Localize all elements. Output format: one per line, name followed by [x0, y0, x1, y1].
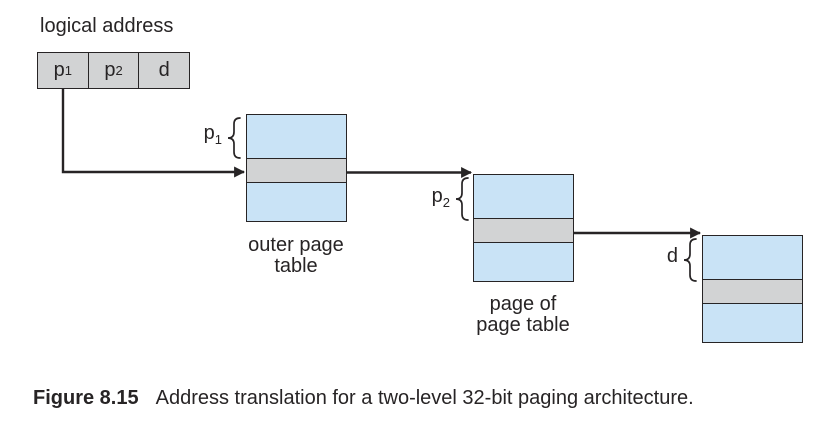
table-section — [247, 115, 346, 159]
logical-address-title: logical address — [40, 15, 174, 37]
table-section — [474, 175, 573, 219]
brace-icon-p1 — [227, 117, 241, 159]
outer-page-table-label: outer page table — [248, 234, 344, 277]
table-section — [247, 183, 346, 221]
table-entry-highlighted — [703, 280, 802, 304]
table-entry-highlighted — [474, 219, 573, 243]
page-of-page-table-label: page of page table — [476, 293, 570, 336]
brace-icon-d — [683, 238, 697, 282]
address-field-d: d — [139, 52, 191, 89]
outer-page-table — [246, 114, 347, 222]
figure-number: Figure 8.15 — [33, 387, 139, 409]
index-label-p1: p1 — [203, 122, 222, 147]
table-section — [703, 304, 802, 342]
figure-caption-text: Address translation for a two-level 32-b… — [155, 387, 694, 409]
index-label-p2: p2 — [431, 185, 450, 210]
table-section — [703, 236, 802, 280]
table-section — [474, 243, 573, 281]
brace-icon-p2 — [455, 177, 469, 221]
page-of-page-table — [473, 174, 574, 282]
target-page-table — [702, 235, 803, 343]
index-label-d: d — [666, 245, 678, 267]
figure-caption: Figure 8.15 Address translation for a two… — [33, 387, 694, 410]
table-entry-highlighted — [247, 159, 346, 183]
